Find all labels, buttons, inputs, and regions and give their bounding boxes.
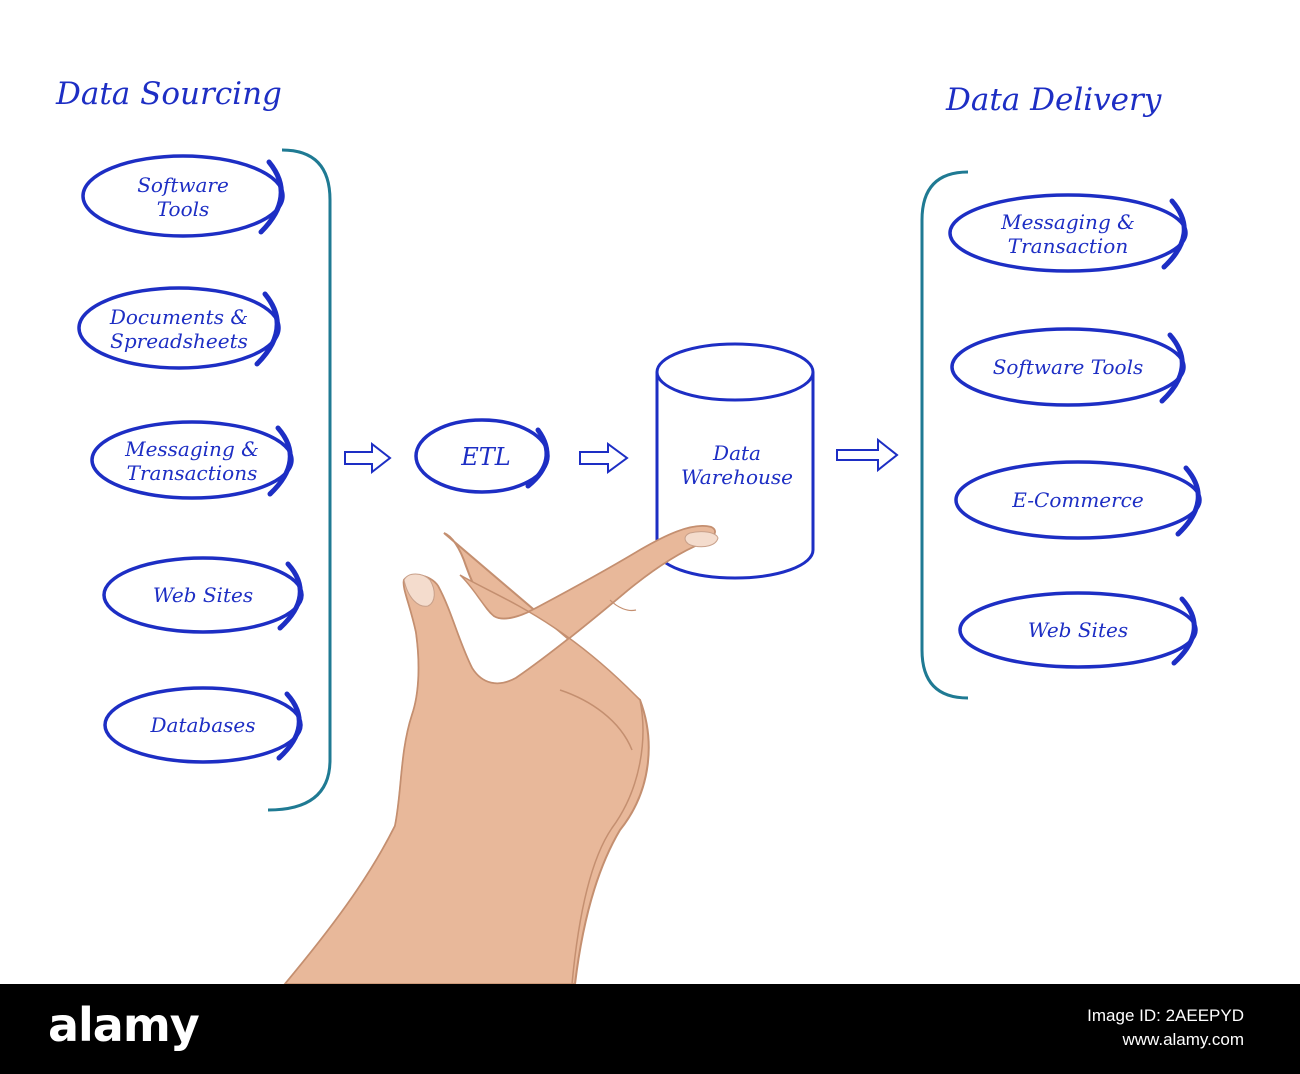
etl-label: ETL xyxy=(460,443,510,471)
source-node-2: Documents &Spreadsheets xyxy=(77,286,281,370)
alamy-logo: alamy xyxy=(48,998,200,1052)
etl-node: ETL xyxy=(414,418,550,494)
delivery-node-4-label: Web Sites xyxy=(1028,618,1128,642)
delivery-title: Data Delivery xyxy=(945,82,1162,118)
footer-bar: alamy Image ID: 2AEEPYD www.alamy.com xyxy=(0,984,1300,1074)
arrow-warehouse-to-delivery xyxy=(836,437,899,473)
arrow-sources-to-etl xyxy=(344,441,392,475)
delivery-node-2-label: Software Tools xyxy=(993,355,1144,379)
arrow-etl-to-warehouse xyxy=(579,442,629,474)
source-node-4: Web Sites xyxy=(102,556,304,634)
sourcing-title: Data Sourcing xyxy=(55,76,282,112)
delivery-node-2: Software Tools xyxy=(950,327,1186,407)
delivery-node-3: E-Commerce xyxy=(954,460,1202,540)
delivery-node-1-label: Messaging &Transaction xyxy=(1000,210,1135,258)
delivery-node-4: Web Sites xyxy=(958,591,1198,669)
source-node-5-label: Databases xyxy=(149,713,255,737)
delivery-bracket xyxy=(920,170,969,700)
image-id-text: Image ID: 2AEEPYD xyxy=(1087,1006,1244,1025)
source-node-2-label: Documents &Spreadsheets xyxy=(109,305,248,353)
site-url-text: www.alamy.com xyxy=(1122,1030,1244,1049)
source-node-5: Databases xyxy=(103,686,303,764)
source-node-3-label: Messaging &Transactions xyxy=(124,437,259,485)
source-node-3: Messaging &Transactions xyxy=(90,420,294,500)
source-node-4-label: Web Sites xyxy=(153,583,253,607)
pointing-hand xyxy=(282,525,719,985)
delivery-node-3-label: E-Commerce xyxy=(1011,488,1143,512)
sourcing-bracket xyxy=(267,148,332,812)
delivery-node-1: Messaging &Transaction xyxy=(948,193,1188,273)
